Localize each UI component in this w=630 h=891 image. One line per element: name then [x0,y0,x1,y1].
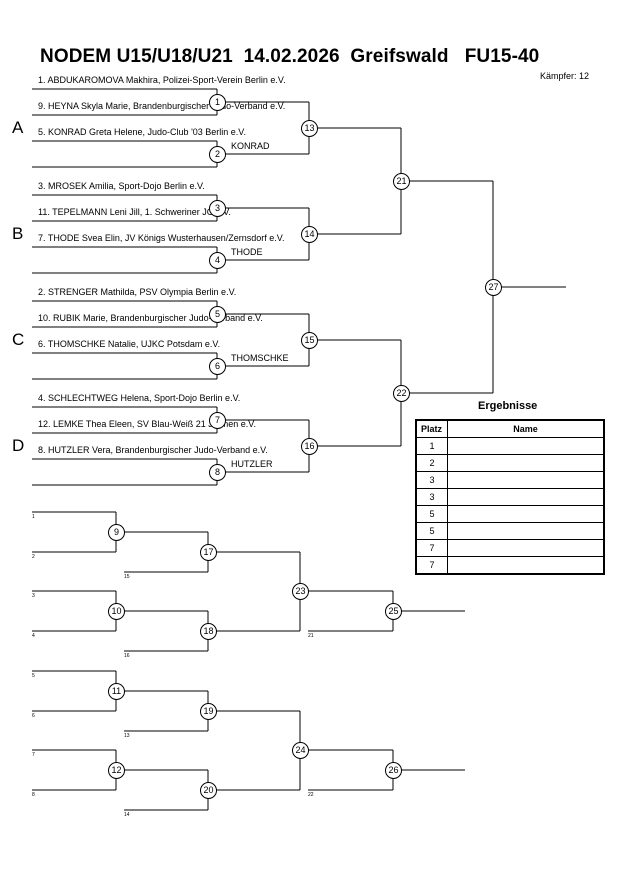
rep-label-7: 7 [32,752,35,758]
entry-6: 6. THOMSCHKE Natalie, UJKC Potsdam e.V. [38,339,221,349]
entry-11: 11. TEPELMANN Leni Jill, 1. Schweriner J… [38,207,231,217]
match-21: 21 [393,173,410,190]
group-label-a: A [12,118,24,137]
place-cell: 5 [415,522,448,540]
rep-label-5: 5 [32,673,35,679]
match-11: 11 [108,683,125,700]
group-label-d: D [12,436,25,455]
match-5: 5 [209,306,226,323]
match-13: 13 [301,120,318,137]
match-4: 4 [209,252,226,269]
match-12: 12 [108,762,125,779]
place-cell: 7 [415,556,448,575]
match-17: 17 [200,544,217,561]
table-row: 2 [415,454,605,472]
results-col-place: Platz [415,419,448,438]
place-cell: 2 [415,454,448,472]
winner-label-m8: HUTZLER [231,459,273,469]
match-27: 27 [485,279,502,296]
winner-label-m6: THOMSCHKE [231,353,289,363]
rep-label-22: 22 [308,792,314,798]
match-8: 8 [209,464,226,481]
match-9: 9 [108,524,125,541]
winner-label-m4: THODE [231,247,263,257]
match-15: 15 [301,332,318,349]
match-26: 26 [385,762,402,779]
match-2: 2 [209,146,226,163]
name-cell [447,539,605,557]
winner-label-m2: KONRAD [231,141,270,151]
name-cell [447,454,605,472]
match-7: 7 [209,412,226,429]
entry-4: 4. SCHLECHTWEG Helena, Sport-Dojo Berlin… [38,393,241,403]
rep-label-2: 2 [32,554,35,560]
rep-label-6: 6 [32,713,35,719]
entry-3: 3. MROSEK Amilia, Sport-Dojo Berlin e.V. [38,181,205,191]
name-cell [447,437,605,455]
match-1: 1 [209,94,226,111]
entry-9: 9. HEYNA Skyla Marie, Brandenburgischer … [38,101,286,111]
table-row: 3 [415,471,605,489]
rep-label-4: 4 [32,633,35,639]
entry-2: 2. STRENGER Mathilda, PSV Olympia Berlin… [38,287,237,297]
entry-8: 8. HUTZLER Vera, Brandenburgischer Judo-… [38,445,268,455]
entry-10: 10. RUBIK Marie, Brandenburgischer Judo-… [38,313,263,323]
rep-label-21: 21 [308,633,314,639]
name-cell [447,488,605,506]
match-16: 16 [301,438,318,455]
rep-label-15: 15 [124,574,130,580]
match-14: 14 [301,226,318,243]
table-row: 5 [415,522,605,540]
table-row: 7 [415,556,605,575]
group-label-b: B [12,224,24,243]
results-col-name: Name [447,419,605,438]
page-title: NODEM U15/U18/U21 14.02.2026 Greifswald … [40,46,540,67]
match-18: 18 [200,623,217,640]
place-cell: 5 [415,505,448,523]
match-10: 10 [108,603,125,620]
name-cell [447,556,605,575]
match-20: 20 [200,782,217,799]
rep-label-3: 3 [32,593,35,599]
name-cell [447,471,605,489]
entry-12: 12. LEMKE Thea Eleen, SV Blau-Weiß 21 Ja… [38,419,256,429]
table-row: 3 [415,488,605,506]
rep-label-16: 16 [124,653,130,659]
fighter-count: Kämpfer: 12 [540,71,590,81]
match-23: 23 [292,583,309,600]
rep-label-13: 13 [124,733,130,739]
name-cell [447,522,605,540]
place-cell: 7 [415,539,448,557]
match-6: 6 [209,358,226,375]
rep-label-14: 14 [124,812,130,818]
group-label-c: C [12,330,25,349]
table-row: 1 [415,437,605,455]
table-row: 5 [415,505,605,523]
match-22: 22 [393,385,410,402]
place-cell: 1 [415,437,448,455]
results-table: Platz Name 1 2 3 3 5 5 7 7 [415,419,605,575]
rep-label-8: 8 [32,792,35,798]
match-25: 25 [385,603,402,620]
place-cell: 3 [415,488,448,506]
place-cell: 3 [415,471,448,489]
name-cell [447,505,605,523]
entry-5: 5. KONRAD Greta Helene, Judo-Club '03 Be… [38,127,246,137]
match-19: 19 [200,703,217,720]
match-24: 24 [292,742,309,759]
entry-7: 7. THODE Svea Elin, JV Königs Wusterhaus… [38,233,285,243]
entry-1: 1. ABDUKAROMOVA Makhira, Polizei-Sport-V… [38,75,286,85]
rep-label-1: 1 [32,514,35,520]
match-3: 3 [209,200,226,217]
results-header-row: Platz Name [415,419,605,438]
results-title: Ergebnisse [478,400,538,412]
table-row: 7 [415,539,605,557]
